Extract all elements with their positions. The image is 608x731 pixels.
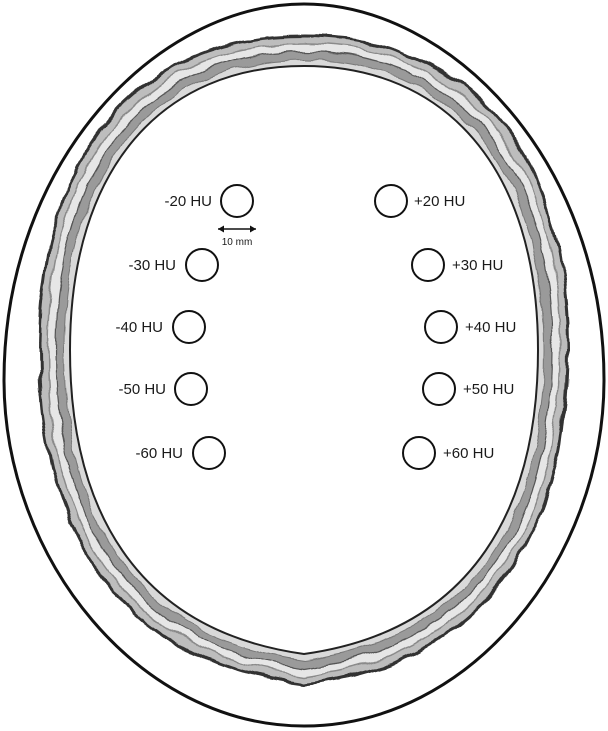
insert-circle	[423, 373, 455, 405]
insert-label: -50 HU	[118, 381, 166, 398]
insert-label: -60 HU	[135, 445, 183, 462]
insert-circle	[403, 437, 435, 469]
scale-bar-label: 10 mm	[222, 237, 253, 248]
insert-label: -40 HU	[115, 319, 163, 336]
insert-circle	[375, 185, 407, 217]
insert-label: +40 HU	[465, 319, 516, 336]
insert-circle	[221, 185, 253, 217]
insert-label: -20 HU	[164, 193, 212, 210]
scale-bar: 10 mm	[218, 226, 256, 249]
brain-region	[70, 66, 538, 654]
insert-label: +50 HU	[463, 381, 514, 398]
insert-label: +20 HU	[414, 193, 465, 210]
insert-circle	[175, 373, 207, 405]
insert-circle	[412, 249, 444, 281]
insert-circle	[425, 311, 457, 343]
insert-circle	[173, 311, 205, 343]
insert-label: +30 HU	[452, 257, 503, 274]
insert-circle	[186, 249, 218, 281]
insert-label: -30 HU	[128, 257, 176, 274]
insert-circle	[193, 437, 225, 469]
insert-label: +60 HU	[443, 445, 494, 462]
